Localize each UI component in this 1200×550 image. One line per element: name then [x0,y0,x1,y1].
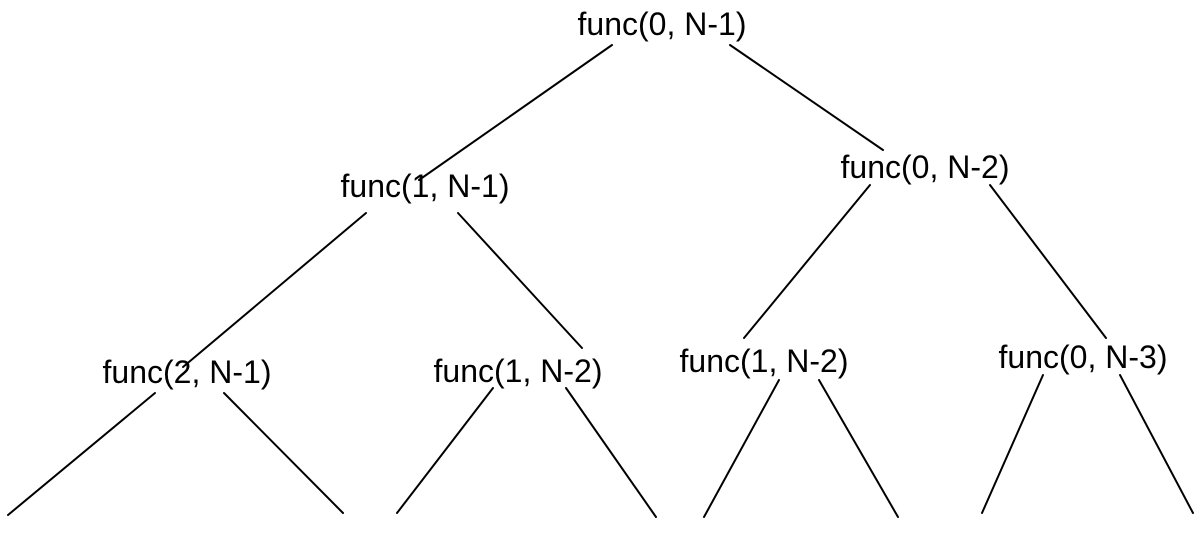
node-level2-3: func(1, N-2) [680,343,849,379]
edge-l2b-left [396,387,494,514]
node-level1-right: func(0, N-2) [841,149,1010,185]
edge-root-left [418,44,613,181]
edge-l2c-left [703,379,780,518]
node-root: func(0, N-1) [578,6,747,42]
node-level1-left: func(1, N-1) [341,168,510,204]
edge-root-right [729,44,884,151]
edge-l2d-right [1119,374,1194,514]
node-level2-4: func(0, N-3) [999,339,1168,375]
node-level2-2: func(1, N-2) [434,353,603,389]
edge-l2a-right [223,392,344,514]
edge-l1b-left [743,184,871,339]
edge-l1a-left [182,212,367,368]
edge-l2d-left [981,374,1044,514]
edge-l2c-right [818,379,899,518]
node-level2-1: func(2, N-1) [103,354,272,390]
edge-l1a-right [457,212,583,349]
edge-l2b-right [565,387,657,518]
edge-l2a-left [7,392,156,516]
edge-l1b-right [989,184,1107,339]
